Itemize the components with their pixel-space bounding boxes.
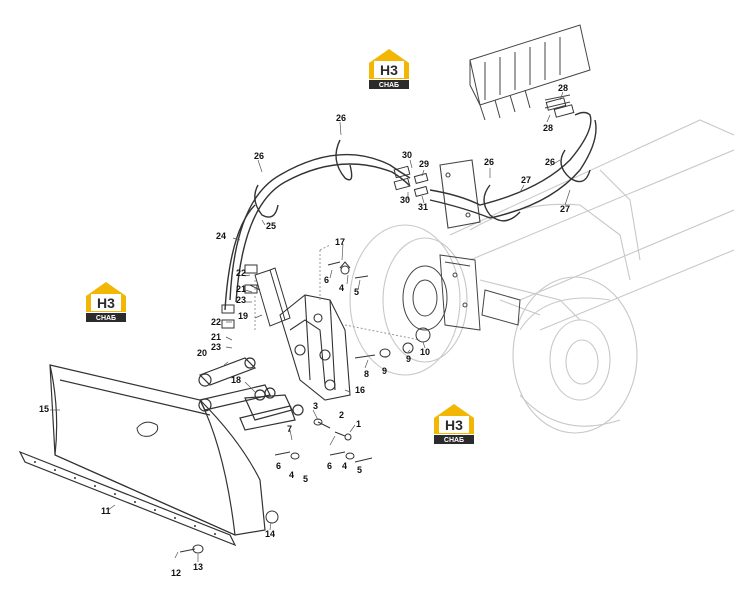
push-arms [198, 357, 304, 431]
hydraulic-hoses [224, 111, 597, 311]
control-valve-block [469, 24, 591, 121]
callout-4b: 4 [342, 461, 348, 471]
guide-lines [254, 244, 421, 341]
logo-letters: H3 [97, 295, 115, 311]
fittings-top [393, 97, 575, 198]
hydraulic-cylinder [221, 264, 291, 329]
callout-15: 15 [39, 404, 50, 414]
callout-20: 20 [197, 348, 208, 358]
callout-7: 7 [287, 424, 293, 434]
callout-9a: 9 [382, 366, 388, 376]
logo-caption: CHAБ [379, 82, 399, 89]
callout-26d: 26 [545, 157, 556, 167]
dozer-blade [49, 364, 266, 536]
callout-16: 16 [355, 385, 366, 395]
callout-4: 4 [289, 470, 295, 480]
callout-23a: 23 [236, 295, 247, 305]
callout-3: 3 [313, 401, 319, 411]
callout-5b: 5 [357, 465, 363, 475]
callout-30a: 30 [402, 150, 413, 160]
callout-29: 29 [419, 159, 430, 169]
callout-13: 13 [193, 562, 204, 572]
callout-21b: 21 [211, 332, 222, 342]
callout-1: 1 [356, 419, 362, 429]
callout-26b: 26 [336, 113, 347, 123]
callout-11: 11 [101, 506, 111, 516]
callout-27b: 27 [560, 204, 571, 214]
bolts-washers [179, 261, 431, 554]
callout-25: 25 [266, 221, 277, 231]
h3-logo-left: H3 CHAБ [86, 282, 126, 322]
logo-caption: CHAБ [96, 315, 116, 322]
callout-28a: 28 [558, 83, 569, 93]
blade-emblem [136, 421, 159, 437]
callout-6c: 6 [324, 275, 330, 285]
callout-9b: 9 [406, 354, 412, 364]
callout-14: 14 [265, 529, 276, 539]
callout-17: 17 [335, 237, 346, 247]
callout-18: 18 [231, 375, 242, 385]
logo-caption: CHAБ [444, 437, 464, 444]
callout-19: 19 [238, 311, 249, 321]
callout-10: 10 [420, 347, 431, 357]
logo-letters: H3 [380, 62, 398, 78]
callout-6b: 6 [327, 461, 333, 471]
h3-logo-bottom: H3 CHAБ [434, 404, 474, 444]
callout-6: 6 [276, 461, 282, 471]
cutting-edge [18, 450, 237, 547]
callout-23b: 23 [211, 342, 222, 352]
callout-31: 31 [418, 202, 429, 212]
callout-26c: 26 [484, 157, 495, 167]
hub-assembly [402, 254, 521, 331]
callout-21a: 21 [236, 284, 247, 294]
h3-logo-top: H3 CHAБ [369, 49, 409, 89]
callout-12: 12 [171, 568, 182, 578]
callout-5c: 5 [354, 287, 360, 297]
callout-2: 2 [339, 410, 345, 420]
leader-lines [50, 91, 571, 562]
callout-22b: 22 [211, 317, 222, 327]
callout-30b: 30 [400, 195, 411, 205]
callout-24: 24 [216, 231, 227, 241]
callout-27a: 27 [521, 175, 532, 185]
callout-5: 5 [303, 474, 309, 484]
callout-8: 8 [364, 369, 370, 379]
mounting-plate [439, 159, 481, 229]
callout-22a: 22 [236, 268, 247, 278]
logo-letters: H3 [445, 417, 463, 433]
tractor-body [349, 119, 734, 434]
callout-26a: 26 [254, 151, 265, 161]
callout-28b: 28 [543, 123, 554, 133]
callout-4c: 4 [339, 283, 345, 293]
mount-bracket [279, 294, 351, 401]
